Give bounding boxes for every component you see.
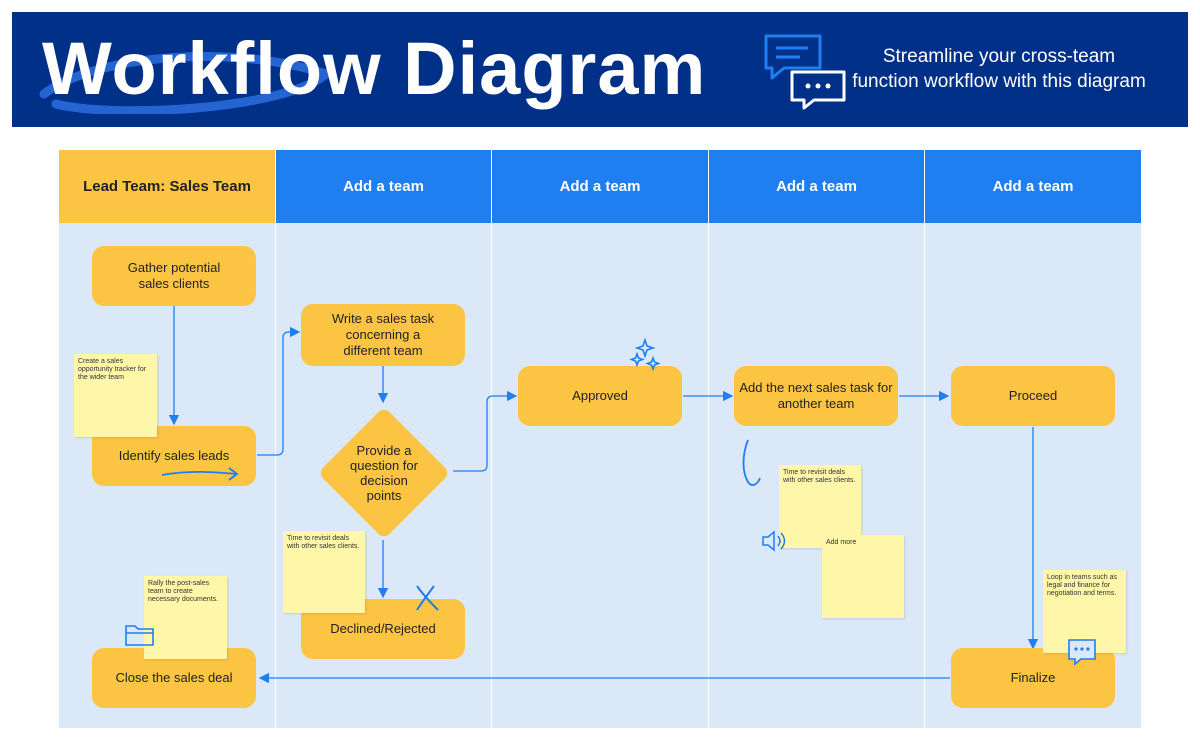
decision-text: Provide a question for decision points bbox=[334, 431, 434, 515]
underline-doodle bbox=[161, 470, 237, 476]
node-proceed[interactable]: Proceed bbox=[951, 366, 1115, 426]
node-text: question for bbox=[350, 458, 418, 473]
curve-doodle bbox=[742, 439, 761, 486]
node-text: decision bbox=[360, 473, 408, 488]
lane-header-lead[interactable]: Lead Team: Sales Team bbox=[59, 150, 275, 223]
node-text: Identify sales leads bbox=[118, 448, 230, 463]
sticky-note-revisit[interactable]: Time to revisit deals with other sales c… bbox=[283, 531, 365, 613]
node-text: Write a sales task bbox=[331, 311, 435, 326]
sticky-note-revisit[interactable]: Time to revisit deals with other sales c… bbox=[779, 465, 861, 548]
node-text: Gather potential bbox=[127, 260, 221, 275]
lane-divider bbox=[491, 150, 492, 728]
node-text: Close the sales deal bbox=[115, 670, 233, 685]
speaker-icon bbox=[762, 530, 786, 552]
node-text: Declined/Rejected bbox=[330, 621, 436, 636]
lane-header-2[interactable]: Add a team bbox=[276, 150, 491, 223]
x-mark-icon bbox=[416, 585, 439, 611]
sticky-note-add-more[interactable]: Add more bbox=[822, 535, 904, 618]
sticky-note-rally[interactable]: Rally the post-sales team to create nece… bbox=[144, 576, 227, 659]
sparkle-icon bbox=[629, 337, 661, 372]
node-text: sales clients bbox=[138, 276, 210, 291]
node-decision[interactable]: Provide a question for decision points bbox=[317, 406, 451, 540]
subtitle-line-1: Streamline your cross-team bbox=[882, 46, 1116, 67]
subtitle: Streamline your cross-team function work… bbox=[834, 44, 1164, 94]
arrowhead-doodle bbox=[228, 467, 239, 481]
chat-bubble-icon bbox=[1068, 639, 1096, 666]
chat-bubbles-icon bbox=[764, 34, 846, 110]
node-text: Approved bbox=[572, 388, 628, 403]
page-title: Workflow Diagram bbox=[42, 27, 707, 110]
lane-header-4[interactable]: Add a team bbox=[709, 150, 924, 223]
node-gather-clients[interactable]: Gather potential sales clients bbox=[92, 246, 256, 306]
brush-stroke-decoration bbox=[39, 52, 335, 114]
node-text: Proceed bbox=[1008, 388, 1058, 403]
lane-header-5[interactable]: Add a team bbox=[925, 150, 1141, 223]
node-text: Add the next sales task for bbox=[739, 380, 893, 395]
node-text: different team bbox=[343, 343, 423, 358]
node-approved[interactable]: Approved bbox=[518, 366, 682, 426]
node-text: Provide a bbox=[356, 443, 412, 458]
lane-divider bbox=[275, 150, 276, 728]
node-write-task[interactable]: Write a sales task concerning a differen… bbox=[301, 304, 465, 366]
lane-divider bbox=[924, 150, 925, 728]
node-text: Finalize bbox=[1010, 670, 1056, 685]
lane-divider bbox=[708, 150, 709, 728]
sticky-note-loop-in[interactable]: Loop in teams such as legal and finance … bbox=[1043, 570, 1126, 653]
node-text: points bbox=[366, 488, 402, 503]
folder-icon bbox=[125, 625, 154, 646]
sticky-note-tracker[interactable]: Create a sales opportunity tracker for t… bbox=[74, 354, 157, 437]
lane-header-3[interactable]: Add a team bbox=[492, 150, 708, 223]
node-text: concerning a bbox=[345, 327, 421, 342]
note-text: Add more bbox=[826, 539, 857, 546]
subtitle-line-2: function workflow with this diagram bbox=[852, 71, 1146, 92]
node-next-task[interactable]: Add the next sales task for another team bbox=[734, 366, 898, 426]
node-text: another team bbox=[777, 396, 855, 411]
